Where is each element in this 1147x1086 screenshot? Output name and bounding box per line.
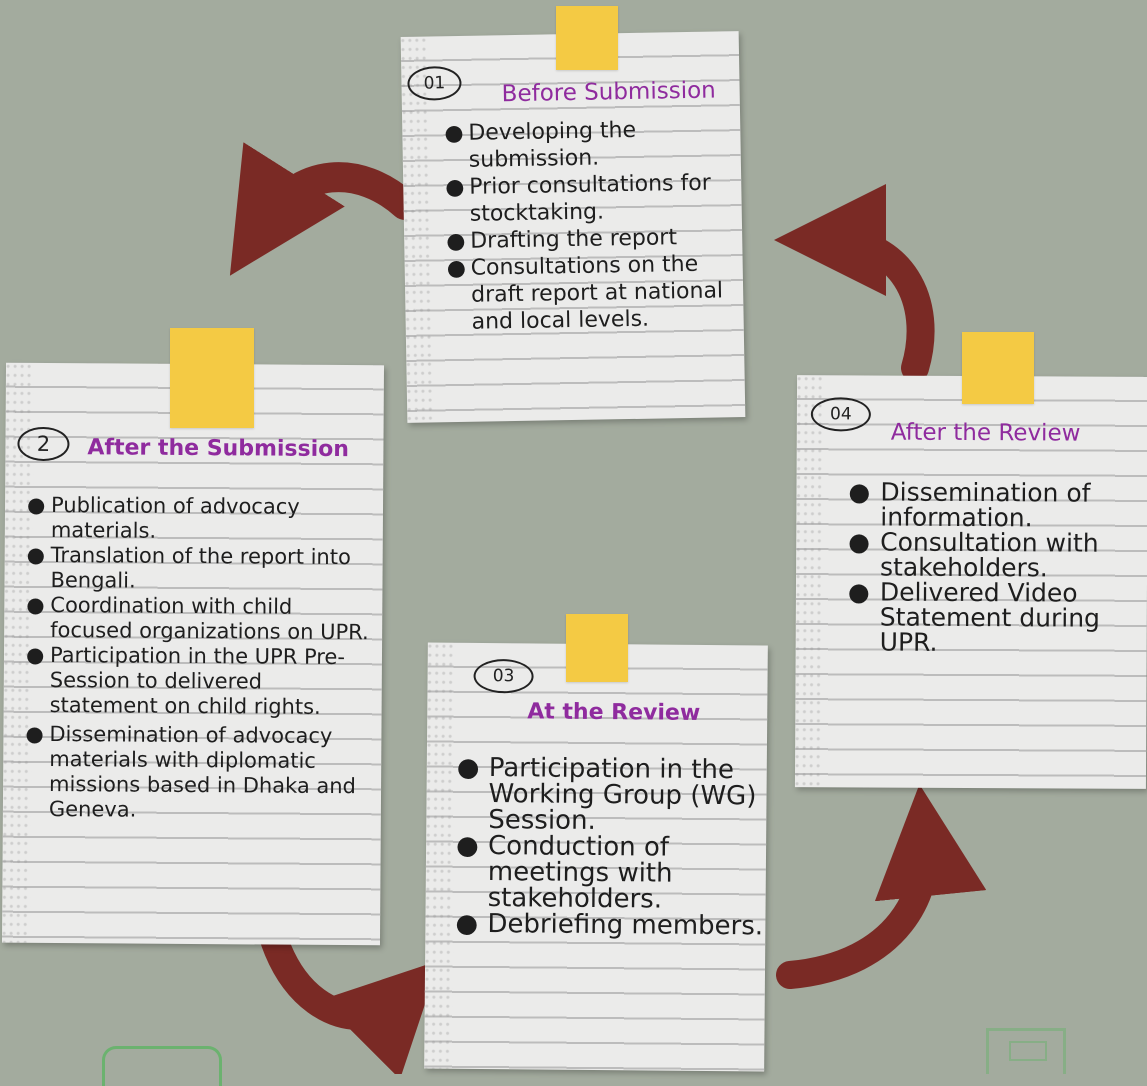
stage-item-list: Developing the submission. Prior consult… [442,115,746,336]
list-item: Debriefing members. [453,909,763,941]
list-item: Dissemination of information. [846,478,1142,533]
sticky-tape [566,614,628,682]
list-item: Participation in the UPR Pre-Session to … [24,643,377,720]
arrow-after-review-to-before-submission [774,184,935,382]
stage-item-list: Dissemination of information. Consultati… [846,478,1143,657]
list-item: Delivered Video Statement during UPR. [846,578,1142,657]
stage-title: After the Submission [87,435,350,463]
list-item: Prior consultations for stocktaking. [443,169,744,228]
list-item: Participation in the Working Group (WG) … [454,753,765,836]
stage-number-badge: 03 [473,658,534,694]
stage-item-list: Participation in the Working Group (WG) … [453,753,765,941]
stage-title: At the Review [527,699,701,726]
stage-number-badge: 04 [810,397,871,432]
arrow-review-to-after-review [776,784,987,989]
list-item: Conduction of meetings with stakeholders… [454,831,765,915]
sticky-tape [170,328,254,428]
stage-title: After the Review [890,419,1081,447]
stage-item-list: Publication of advocacy materials. Trans… [23,493,377,824]
list-item: Coordination with child focused organiza… [24,593,376,645]
list-item: Dissemination of advocacy materials with… [23,722,376,824]
logo-outline-left [102,1046,222,1086]
sticky-tape [556,6,618,70]
stage-card-at-the-review: 03 At the Review Participation in the Wo… [424,642,768,1072]
list-item: Developing the submission. [442,115,743,174]
arrow-before-to-after-submission [229,142,420,276]
list-item: Consultations on the draft report at nat… [444,250,745,336]
stage-number-badge: 01 [407,65,462,101]
list-item: Publication of advocacy materials. [25,493,377,545]
stage-card-after-submission: 2 After the Submission Publication of ad… [1,362,385,946]
stage-card-before-submission: 01 Before Submission Developing the subm… [400,31,746,423]
stage-title: Before Submission [501,77,716,108]
list-item: Translation of the report into Bengali. [24,543,376,595]
logo-inner-mark [1009,1041,1047,1061]
stage-card-after-the-review: 04 After the Review Dissemination of inf… [794,375,1147,789]
sticky-tape [962,332,1034,404]
list-item: Consultation with stakeholders. [846,528,1142,583]
stage-number-badge: 2 [17,426,70,462]
logo-outline-right [986,1028,1066,1074]
